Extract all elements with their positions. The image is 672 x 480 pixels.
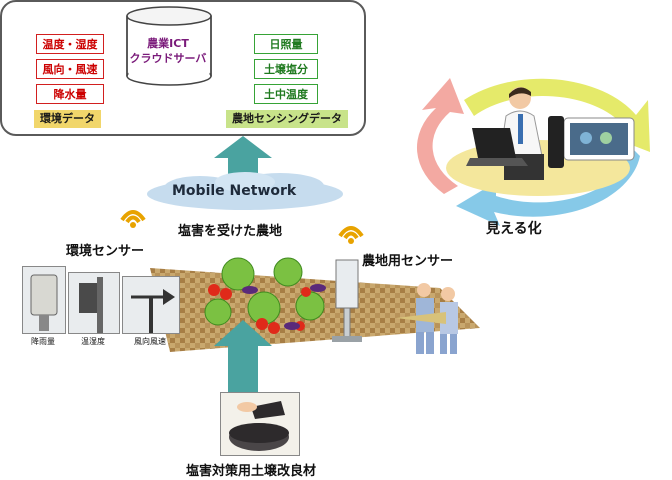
wireless-icon-right [338, 226, 364, 244]
thermo-hygrometer-photo [68, 272, 120, 334]
device-rain-label: 降雨量 [31, 337, 55, 346]
visualization-label: 見える化 [486, 221, 542, 237]
farm-field-illustration [150, 257, 480, 354]
env-data-temp-humidity: 温度・湿度 [36, 34, 104, 54]
env-data-rainfall: 降水量 [36, 84, 104, 104]
user-monitoring-illustration [446, 87, 635, 196]
rain-gauge-photo [22, 266, 66, 334]
network-label: Mobile Network [172, 183, 297, 199]
farm-data-soil-temp: 土中温度 [254, 84, 318, 104]
server-label: 農業ICT クラウドサーバ [126, 36, 210, 66]
farm-sensor-title: 農地用センサー [362, 254, 454, 269]
anemometer-photo [122, 276, 180, 334]
env-sensor-title: 環境センサー [66, 244, 145, 259]
server-label-line2: クラウドサーバ [129, 52, 207, 65]
wireless-icon-left [120, 210, 146, 228]
env-data-wind: 風向・風速 [36, 59, 104, 79]
cloud-server-panel: 農業ICT クラウドサーバ 温度・湿度 風向・風速 降水量 環境データ 日照量 … [0, 0, 366, 136]
server-label-line1: 農業ICT [147, 37, 189, 50]
soil-material-label: 塩害対策用土壌改良材 [186, 464, 317, 479]
farm-label: 塩害を受けた農地 [178, 224, 283, 239]
farm-data-soil-salinity: 土壌塩分 [254, 59, 318, 79]
device-wind-label: 風向風速 [134, 337, 166, 346]
upload-arrow-bottom [214, 320, 272, 392]
farm-data-sunlight: 日照量 [254, 34, 318, 54]
env-data-caption: 環境データ [34, 110, 101, 128]
network-cloud-icon [147, 172, 343, 210]
database-icon: 農業ICT クラウドサーバ [126, 6, 212, 86]
farm-data-caption: 農地センシングデータ [226, 110, 348, 128]
upload-arrow-top [214, 136, 272, 182]
soil-material-photo [220, 392, 300, 456]
device-thermo-label: 温湿度 [81, 337, 105, 346]
